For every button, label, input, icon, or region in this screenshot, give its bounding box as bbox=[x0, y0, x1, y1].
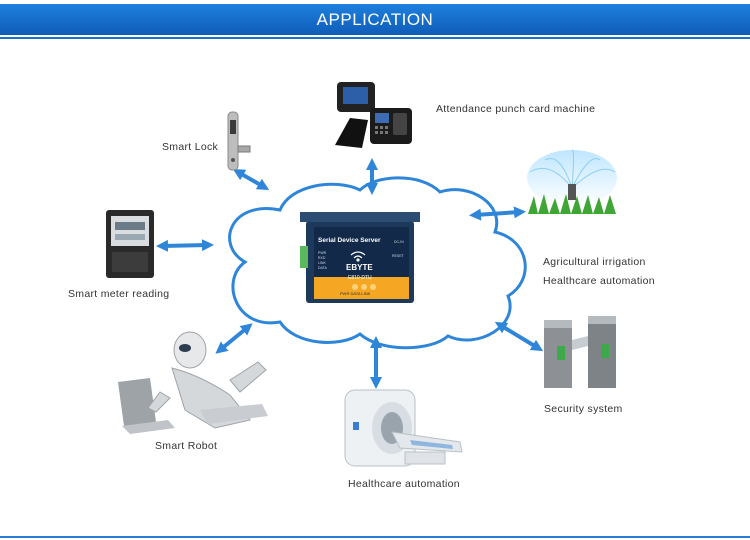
mri-machine-icon bbox=[344, 389, 463, 467]
device-port-label: PWR bbox=[318, 251, 327, 255]
label-security: Security system bbox=[544, 403, 623, 415]
label-healthcare-right: Healthcare automation bbox=[543, 275, 655, 287]
smart-meter-icon bbox=[106, 210, 154, 278]
device-name-text: Serial Device Server bbox=[318, 237, 381, 244]
label-smart-lock: Smart Lock bbox=[162, 141, 219, 153]
arrow-smart-meter bbox=[156, 239, 214, 252]
device-port-label: RXD bbox=[318, 256, 326, 260]
header-underline bbox=[0, 37, 750, 39]
label-healthcare-bottom: Healthcare automation bbox=[348, 478, 460, 490]
bottom-divider bbox=[0, 536, 750, 538]
arrow-smart-robot bbox=[215, 323, 253, 354]
label-attendance: Attendance punch card machine bbox=[436, 103, 596, 115]
label-smart-robot: Smart Robot bbox=[155, 440, 218, 452]
device-brand-text: EBYTE bbox=[346, 263, 373, 272]
smart-robot-icon bbox=[118, 331, 268, 434]
device-model-text: E810-DTU bbox=[348, 275, 372, 281]
device-led-labels: PWR DATA LINK bbox=[340, 291, 371, 296]
serial-device-server: Serial Device Server EBYTE E810-DTU PWR … bbox=[300, 212, 420, 303]
page-title: APPLICATION bbox=[316, 10, 434, 29]
smart-lock-icon bbox=[227, 111, 251, 171]
header-band bbox=[0, 4, 750, 35]
security-gate-icon bbox=[544, 316, 616, 388]
device-port-label: DC-IN bbox=[394, 240, 404, 244]
connection-arrows bbox=[156, 158, 544, 389]
device-port-label: RESET bbox=[392, 254, 405, 258]
device-port-label: LINK bbox=[318, 261, 326, 265]
arrow-security bbox=[494, 321, 544, 352]
arrow-smart-lock bbox=[232, 169, 270, 190]
label-agricultural: Agricultural irrigation bbox=[543, 256, 646, 268]
header-banner: APPLICATION bbox=[0, 0, 750, 40]
label-smart-meter: Smart meter reading bbox=[68, 288, 170, 300]
agricultural-irrigation-icon bbox=[527, 149, 617, 214]
arrow-agricultural bbox=[469, 206, 526, 221]
wifi-icon bbox=[350, 251, 366, 262]
device-port-label: DATA bbox=[318, 266, 327, 270]
attendance-machine-icon bbox=[335, 82, 412, 148]
